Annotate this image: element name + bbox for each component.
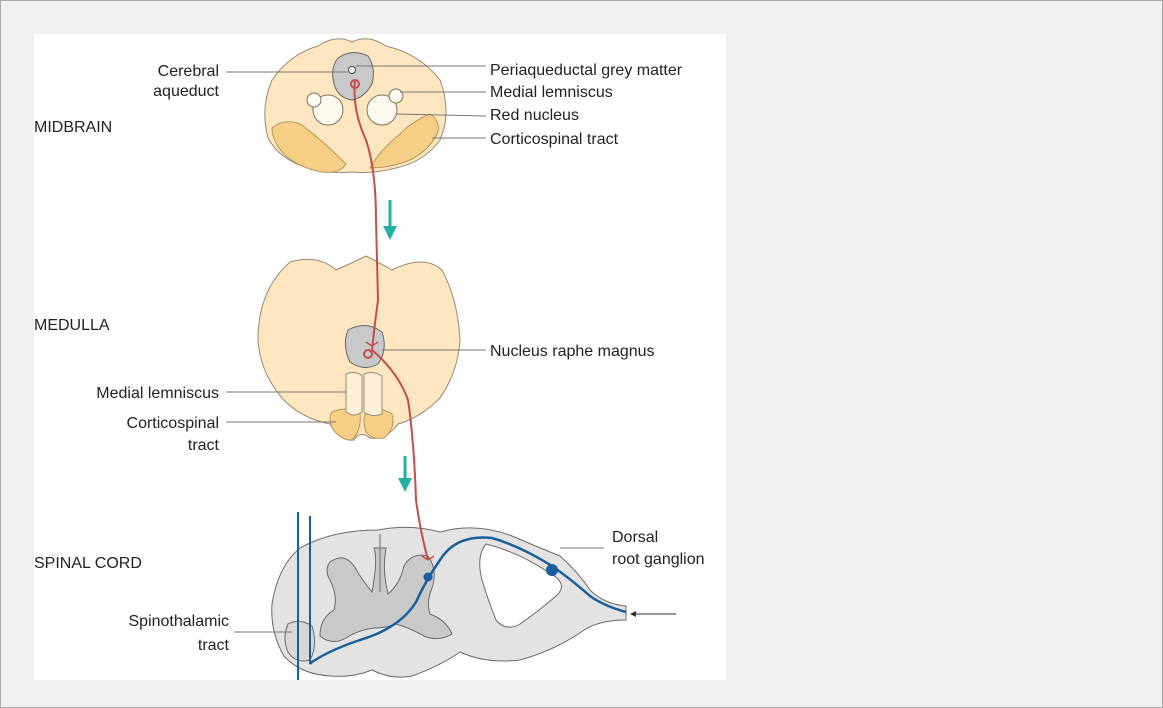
dorsal-horn-synapse-dot (424, 573, 433, 582)
label-cerebral: Cerebral (158, 63, 219, 80)
label-spinal-cord: SPINAL CORD (34, 555, 142, 572)
label-red-nucleus: Red nucleus (490, 107, 579, 124)
medial-lemniscus-left (307, 93, 321, 107)
label-medial-lemniscus-midbrain: Medial lemniscus (490, 84, 613, 101)
raphe-magnus-shape (345, 325, 384, 367)
label-periaqueductal-grey: Periaqueductal grey matter (490, 62, 683, 79)
label-corticospinal-midbrain: Corticospinal tract (490, 131, 619, 148)
label-dorsal: Dorsal (612, 529, 658, 546)
label-aqueduct: aqueduct (153, 83, 219, 100)
label-medial-lemniscus-medulla: Medial lemniscus (96, 385, 219, 402)
label-corticospinal-medulla-tract: tract (188, 437, 220, 454)
cerebral-aqueduct-circle (349, 67, 356, 74)
medulla-lemniscus-right (364, 372, 382, 415)
down-arrow-2 (398, 456, 412, 492)
label-spinothalamic: Spinothalamic (129, 613, 230, 630)
medial-lemniscus-right (389, 89, 403, 103)
label-medulla: MEDULLA (34, 317, 110, 334)
label-root-ganglion: root ganglion (612, 551, 705, 568)
label-nucleus-raphe-magnus: Nucleus raphe magnus (490, 343, 655, 360)
medulla-section (258, 256, 460, 440)
dorsal-root-ganglion-dot (546, 564, 558, 576)
label-spinothalamic-tract: tract (198, 637, 230, 654)
label-midbrain: MIDBRAIN (34, 119, 112, 136)
down-arrow-1 (383, 200, 397, 240)
label-corticospinal-medulla: Corticospinal (127, 415, 219, 432)
stimulus-arrow (630, 611, 676, 617)
medulla-lemniscus-left (346, 372, 362, 415)
